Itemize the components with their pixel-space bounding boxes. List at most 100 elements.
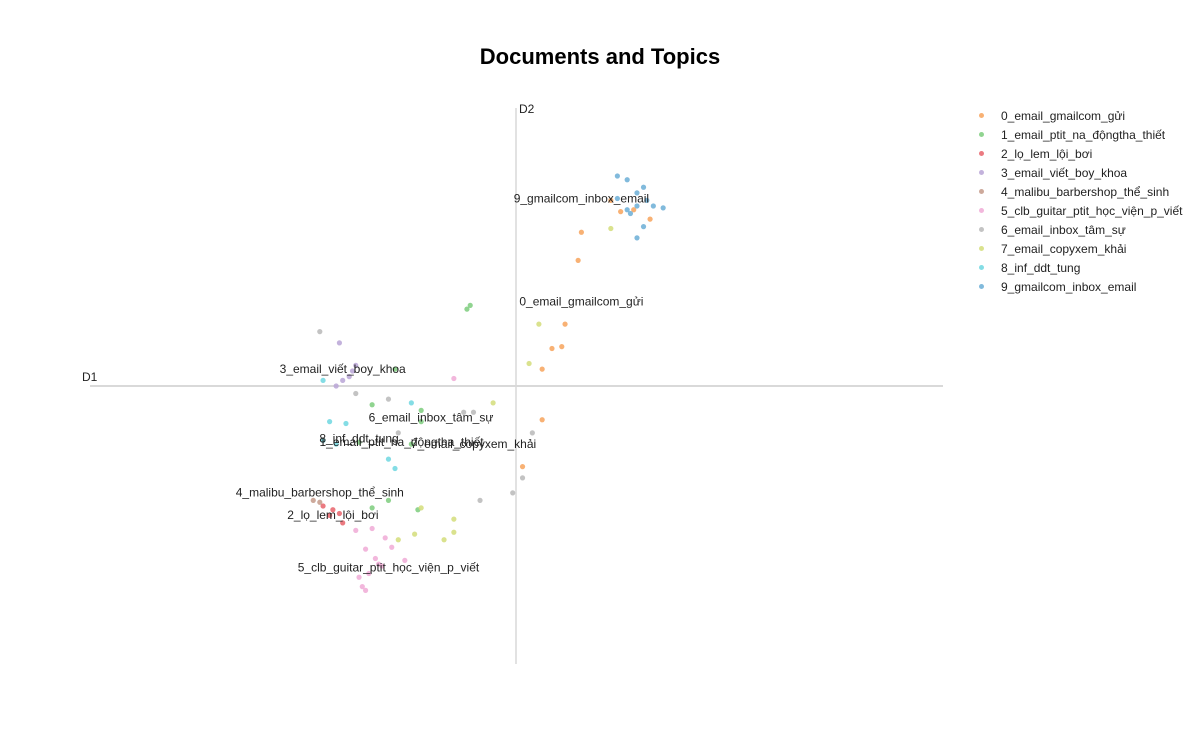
cluster-label: 6_email_inbox_tâm_sự (369, 411, 494, 425)
data-point (408, 400, 414, 406)
legend-label: 3_email_viết_boy_khoa (1001, 165, 1128, 180)
data-point (608, 197, 614, 203)
data-point (356, 574, 362, 580)
data-point (618, 209, 624, 215)
y-axis-label: D2 (519, 102, 535, 116)
data-point (510, 490, 516, 496)
cluster-label: 7_email_copyxem_khải (411, 437, 536, 451)
data-point (640, 184, 647, 190)
data-point (362, 587, 369, 593)
data-point (562, 321, 568, 327)
legend-item[interactable]: 5_clb_guitar_ptit_học_viện_p_viết (972, 201, 1182, 220)
data-point (369, 525, 375, 532)
data-point (320, 437, 326, 443)
data-point (418, 407, 424, 413)
legend: 0_email_gmailcom_gửi 1_email_ptit_na_động… (972, 106, 1182, 296)
data-point (441, 537, 447, 543)
data-point (477, 497, 483, 503)
legend-marker (979, 113, 984, 118)
legend-item[interactable]: 4_malibu_barbershop_thể_sinh (972, 182, 1182, 201)
legend-marker (979, 132, 984, 137)
data-point (385, 396, 392, 402)
data-point (310, 497, 316, 503)
data-point (353, 362, 359, 368)
legend-label: 5_clb_guitar_ptit_học_viện_p_viết (1001, 203, 1183, 218)
data-point (418, 419, 424, 425)
legend-marker (979, 227, 984, 232)
legend-marker (979, 189, 984, 194)
data-point (327, 419, 333, 425)
data-point (372, 555, 378, 562)
data-point (634, 203, 640, 209)
legend-item[interactable]: 7_email_copyxem_khải (972, 239, 1182, 258)
data-point (549, 345, 555, 352)
legend-item[interactable]: 6_email_inbox_tâm_sự (972, 220, 1182, 239)
data-point (650, 203, 656, 209)
legend-item[interactable]: 3_email_viết_boy_khoa (972, 163, 1182, 182)
data-point (359, 584, 365, 590)
data-point (575, 257, 581, 263)
points-layer (310, 173, 666, 593)
legend-item[interactable]: 1_email_ptit_na_độngtha_thiết (972, 125, 1182, 144)
data-point (634, 190, 640, 196)
data-point (392, 465, 398, 472)
data-point (644, 197, 650, 203)
legend-marker (979, 284, 984, 289)
data-point (631, 207, 637, 213)
data-point (519, 475, 526, 481)
data-point (624, 177, 630, 183)
data-point (519, 464, 526, 470)
legend-label: 4_malibu_barbershop_thể_sinh (1001, 184, 1170, 199)
data-point (464, 306, 470, 312)
legend-label: 9_gmailcom_inbox_email (1001, 279, 1137, 294)
data-point (333, 441, 339, 447)
data-point (385, 497, 392, 503)
data-point (320, 377, 326, 383)
cluster-label: 1_email_ptit_na_độngtha_thiết (319, 435, 484, 449)
data-point (608, 225, 614, 232)
chart-title: Documents and Topics (479, 44, 721, 69)
data-point (539, 417, 545, 423)
cluster-labels-layer: 9_gmailcom_inbox_email0_email_gmailcom_g… (236, 191, 649, 574)
data-point (490, 400, 496, 406)
data-point (362, 546, 369, 552)
cluster-label: 9_gmailcom_inbox_email (514, 191, 649, 205)
data-point (614, 195, 620, 202)
data-point (627, 210, 634, 217)
data-point (418, 505, 424, 511)
data-point (330, 507, 336, 513)
legend-item[interactable]: 9_gmailcom_inbox_email (972, 277, 1182, 296)
data-point (349, 368, 356, 374)
data-point (369, 505, 375, 511)
data-point (402, 557, 408, 563)
cluster-label: 8_inf_ddt_tung (319, 431, 398, 445)
data-point (389, 544, 395, 550)
data-point (340, 520, 346, 526)
data-point (529, 430, 535, 436)
data-point (317, 329, 323, 335)
data-point (451, 529, 457, 535)
legend-marker (979, 170, 984, 175)
data-point (614, 173, 620, 179)
data-point (327, 512, 333, 518)
data-point (336, 510, 343, 517)
cluster-label: 4_malibu_barbershop_thể_sinh (236, 486, 404, 500)
legend-marker (979, 246, 984, 251)
data-point (395, 430, 401, 436)
data-point (333, 383, 339, 389)
legend-item[interactable]: 8_inf_ddt_tung (972, 258, 1182, 277)
data-point (451, 375, 457, 382)
data-point (624, 207, 630, 213)
data-point (353, 527, 359, 533)
cluster-label: 5_clb_guitar_ptit_học_viện_p_viết (298, 561, 480, 575)
legend-item[interactable]: 0_email_gmailcom_gửi (972, 106, 1182, 125)
cluster-label: 3_email_viết_boy_khoa (280, 362, 406, 376)
data-point (559, 344, 565, 350)
legend-label: 1_email_ptit_na_độngtha_thiết (1001, 127, 1166, 142)
data-point (536, 321, 542, 327)
data-point (470, 409, 477, 415)
legend-marker (979, 208, 984, 213)
legend-item[interactable]: 2_lọ_lem_lội_bơi (972, 144, 1182, 163)
data-point (467, 302, 473, 308)
